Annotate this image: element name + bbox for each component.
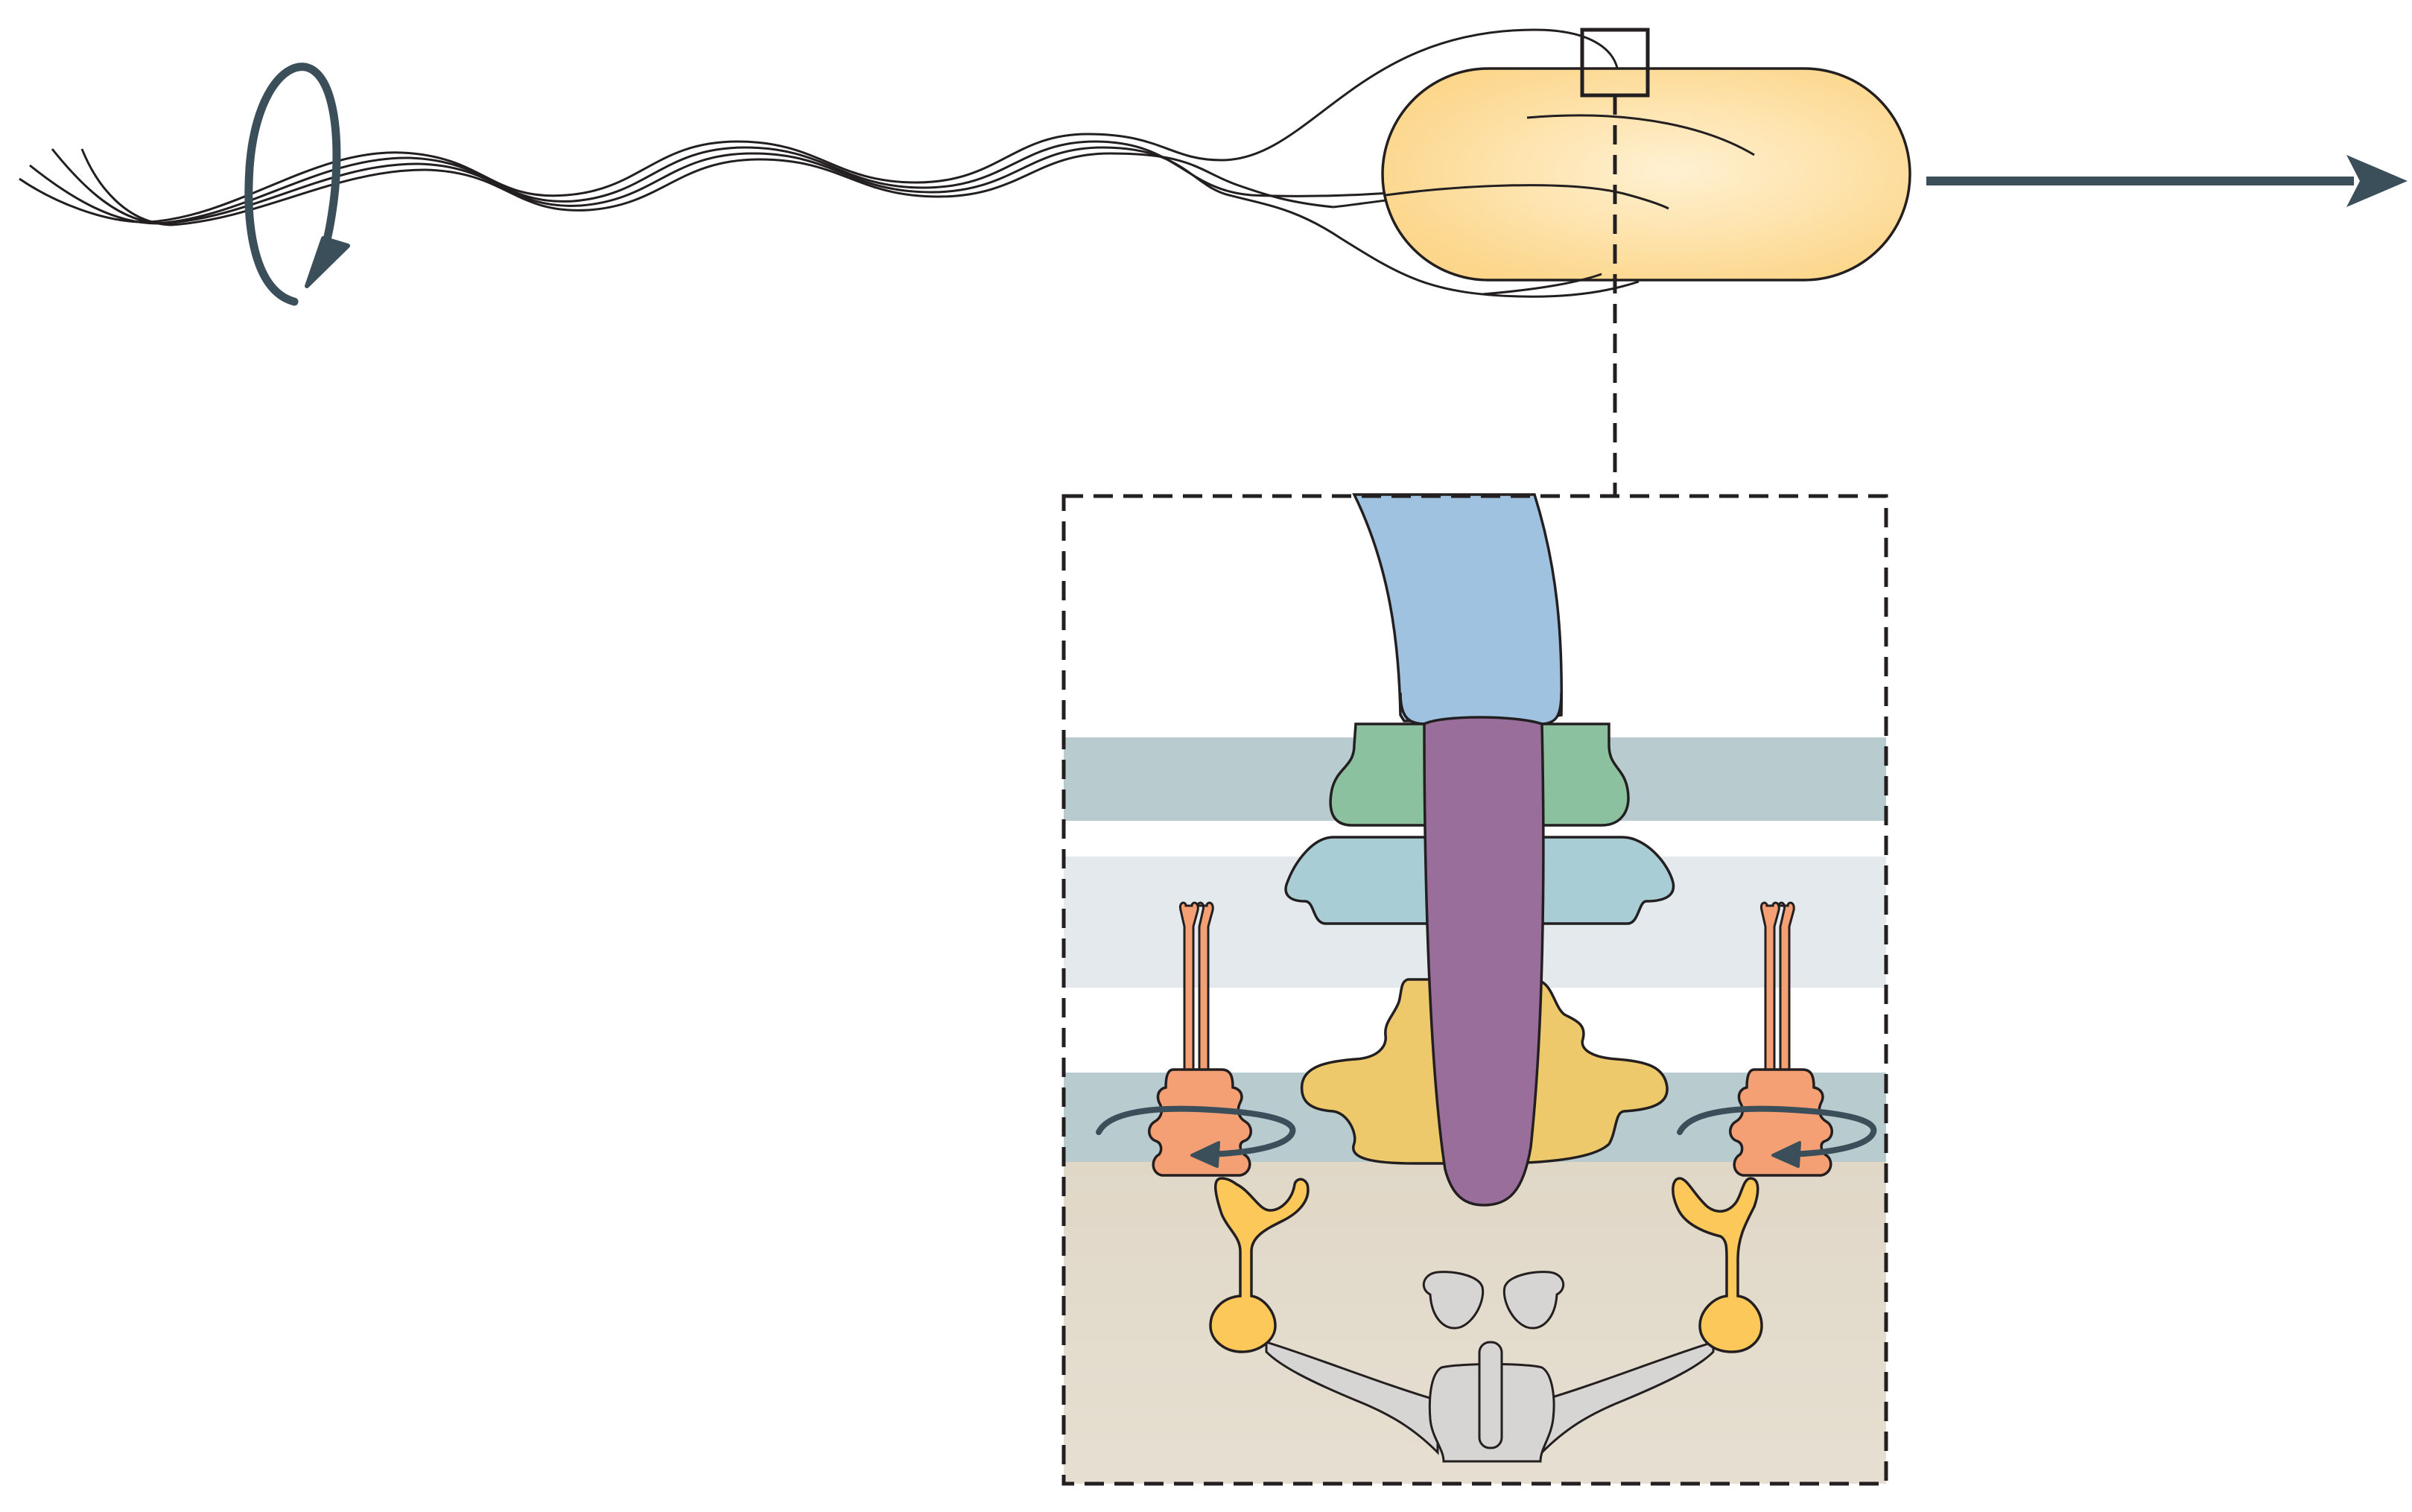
inner-filament-3 [1482,273,1602,296]
flagellum-1 [19,28,1619,223]
stator-body-right [1729,1068,1833,1177]
stator-adaptor-left [1209,1177,1310,1353]
flagellum-3 [51,146,1640,298]
stator-unit-left [1096,901,1296,1177]
inset-border [1061,494,1888,1486]
stator-unit-right [1677,901,1877,1177]
stator-adaptor-right [1672,1177,1763,1353]
rod [1423,716,1545,1207]
export-gate-left [1422,1271,1485,1330]
rotation-arrow [244,63,350,306]
motor-detail-inset [1061,493,1888,1486]
export-arm-right [1540,1340,1715,1455]
filament [1352,493,1564,722]
stator-body-left [1148,1068,1252,1177]
inner-filament-2 [1385,184,1669,210]
export-apparatus [1265,1271,1715,1463]
flagellum-4 [80,148,1334,226]
bacterium-overview [19,28,2408,498]
export-gate-right [1502,1271,1565,1330]
cell-body [1381,67,1911,296]
export-arm-left [1265,1340,1439,1455]
inner-filament-1 [1526,114,1755,156]
swimming-direction-arrow [1926,155,2408,207]
export-core [1478,1341,1503,1449]
